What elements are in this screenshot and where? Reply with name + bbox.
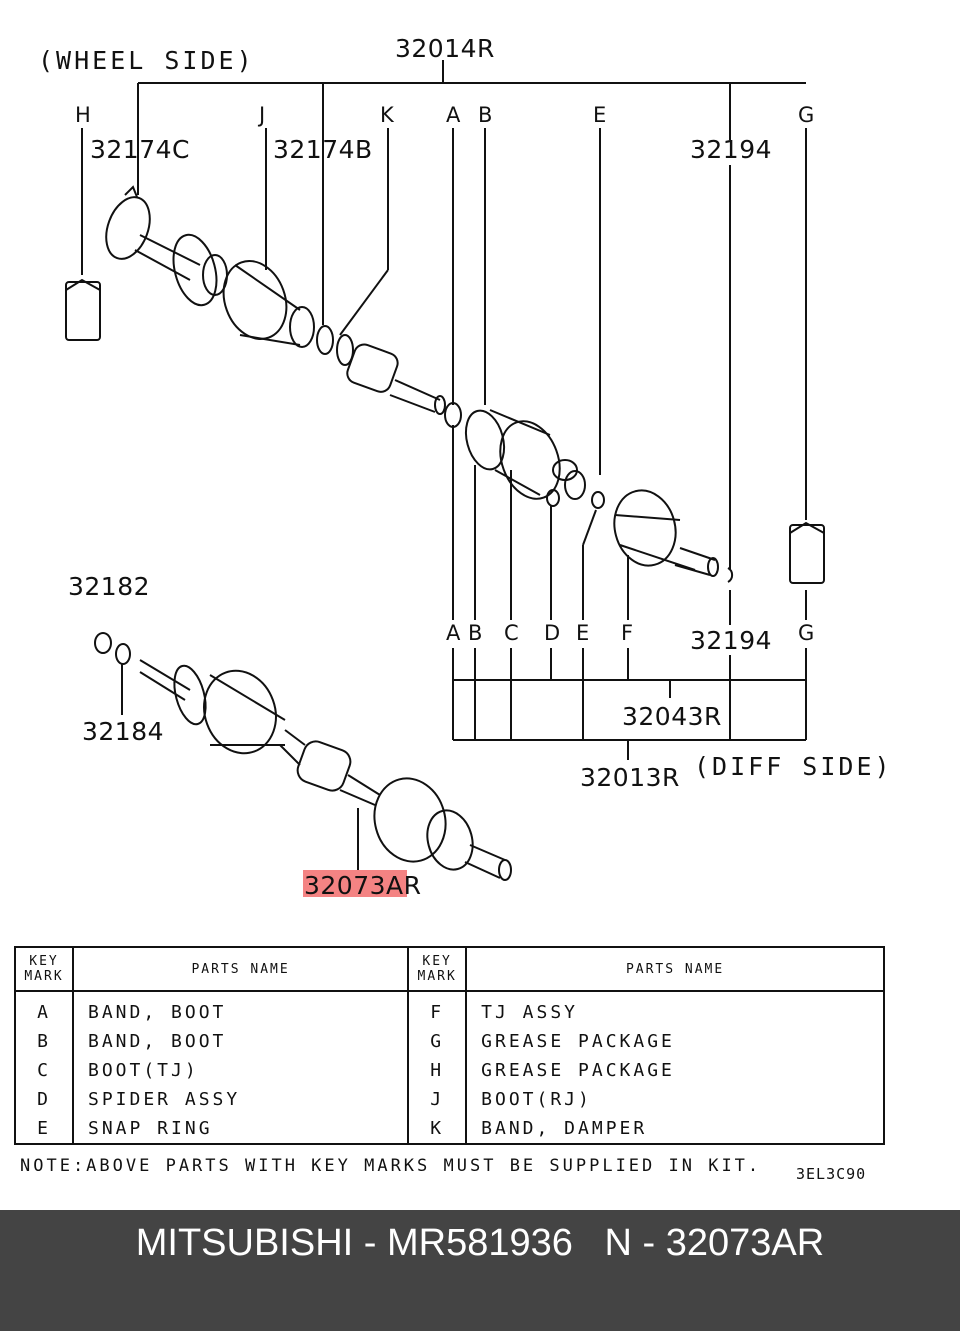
part-32182-label: 32182	[68, 572, 151, 601]
key-mark-top: H	[75, 103, 91, 127]
part-32184-label: 32184	[82, 717, 165, 746]
table-row: D SPIDER ASSY J BOOT(RJ)	[14, 1085, 885, 1114]
part-name-cell: GREASE PACKAGE	[465, 1056, 885, 1085]
part-32194-top-label: 32194	[690, 135, 773, 164]
table-row: B BAND, BOOT G GREASE PACKAGE	[14, 1027, 885, 1056]
key-mark-cell: F	[407, 991, 468, 1027]
table-row: C BOOT(TJ) H GREASE PACKAGE	[14, 1056, 885, 1085]
key-mark-top: B	[478, 103, 493, 127]
part-32013R-label: 32013R	[580, 763, 680, 792]
exploded-diagram: (WHEEL SIDE) 32014R 32174C 32174B 32194 …	[38, 34, 893, 898]
table-row: E SNAP RING K BAND, DAMPER	[14, 1114, 885, 1144]
key-mark-cell: K	[407, 1114, 468, 1144]
part-name-cell: BOOT(TJ)	[71, 1056, 410, 1085]
key-mark-cell: A	[14, 991, 74, 1027]
part-32073AR-label[interactable]: 32073AR	[304, 873, 422, 898]
key-mark-cell: C	[14, 1056, 74, 1085]
diagram-code: 3EL3C90	[796, 1165, 867, 1183]
key-mark-bottom: C	[504, 621, 519, 645]
parts-name-header: PARTS NAME	[71, 947, 410, 992]
part-32174C-label: 32174C	[90, 135, 190, 164]
drive-shaft-drawing	[65, 60, 825, 881]
key-mark-bottom: E	[576, 621, 590, 645]
part-32194-bottom-label: 32194	[690, 626, 773, 655]
key-mark-top: G	[798, 103, 815, 127]
highlight-box	[303, 870, 407, 897]
key-mark-cell: D	[14, 1085, 74, 1114]
table-row: A BAND, BOOT F TJ ASSY	[14, 991, 885, 1027]
part-32043R-label: 32043R	[622, 702, 722, 731]
part-name-cell: TJ ASSY	[465, 991, 885, 1027]
key-mark-bottom: B	[468, 621, 483, 645]
part-name-cell: BAND, DAMPER	[465, 1114, 885, 1144]
key-mark-bottom: F	[621, 621, 634, 645]
key-mark-cell: B	[14, 1027, 74, 1056]
key-mark-cell: J	[407, 1085, 468, 1114]
key-mark-bottom: D	[544, 621, 561, 645]
key-mark-cell: H	[407, 1056, 468, 1085]
part-name-cell: BAND, BOOT	[71, 1027, 410, 1056]
part-name-cell: SNAP RING	[71, 1114, 410, 1144]
part-name-cell: BAND, BOOT	[71, 991, 410, 1027]
footer-bar	[0, 1210, 960, 1331]
key-mark-bottom: G	[798, 621, 815, 645]
part-32073AR-suffix: R	[403, 871, 422, 900]
part-name-cell: GREASE PACKAGE	[465, 1027, 885, 1056]
diff-side-label: (DIFF SIDE)	[694, 752, 893, 781]
key-mark-top: A	[446, 103, 461, 127]
key-mark-cell: E	[14, 1114, 74, 1144]
key-mark-top: K	[380, 103, 394, 127]
part-name-cell: SPIDER ASSY	[71, 1085, 410, 1114]
key-mark-cell: G	[407, 1027, 468, 1056]
footer-title: MITSUBISHI - MR581936 N - 32073AR	[135, 1222, 825, 1264]
wheel-side-label: (WHEEL SIDE)	[38, 46, 255, 75]
key-mark-top: E	[593, 103, 607, 127]
parts-name-header: PARTS NAME	[465, 947, 885, 992]
part-32014R-label: 32014R	[395, 34, 495, 63]
part-name-cell: BOOT(RJ)	[465, 1085, 885, 1114]
key-mark-top: J	[259, 103, 266, 127]
kit-note: NOTE:ABOVE PARTS WITH KEY MARKS MUST BE …	[20, 1156, 762, 1176]
key-mark-bottom: A	[446, 621, 461, 645]
part-32174B-label: 32174B	[273, 135, 373, 164]
part-32073AR-main: 32073A	[304, 871, 404, 900]
